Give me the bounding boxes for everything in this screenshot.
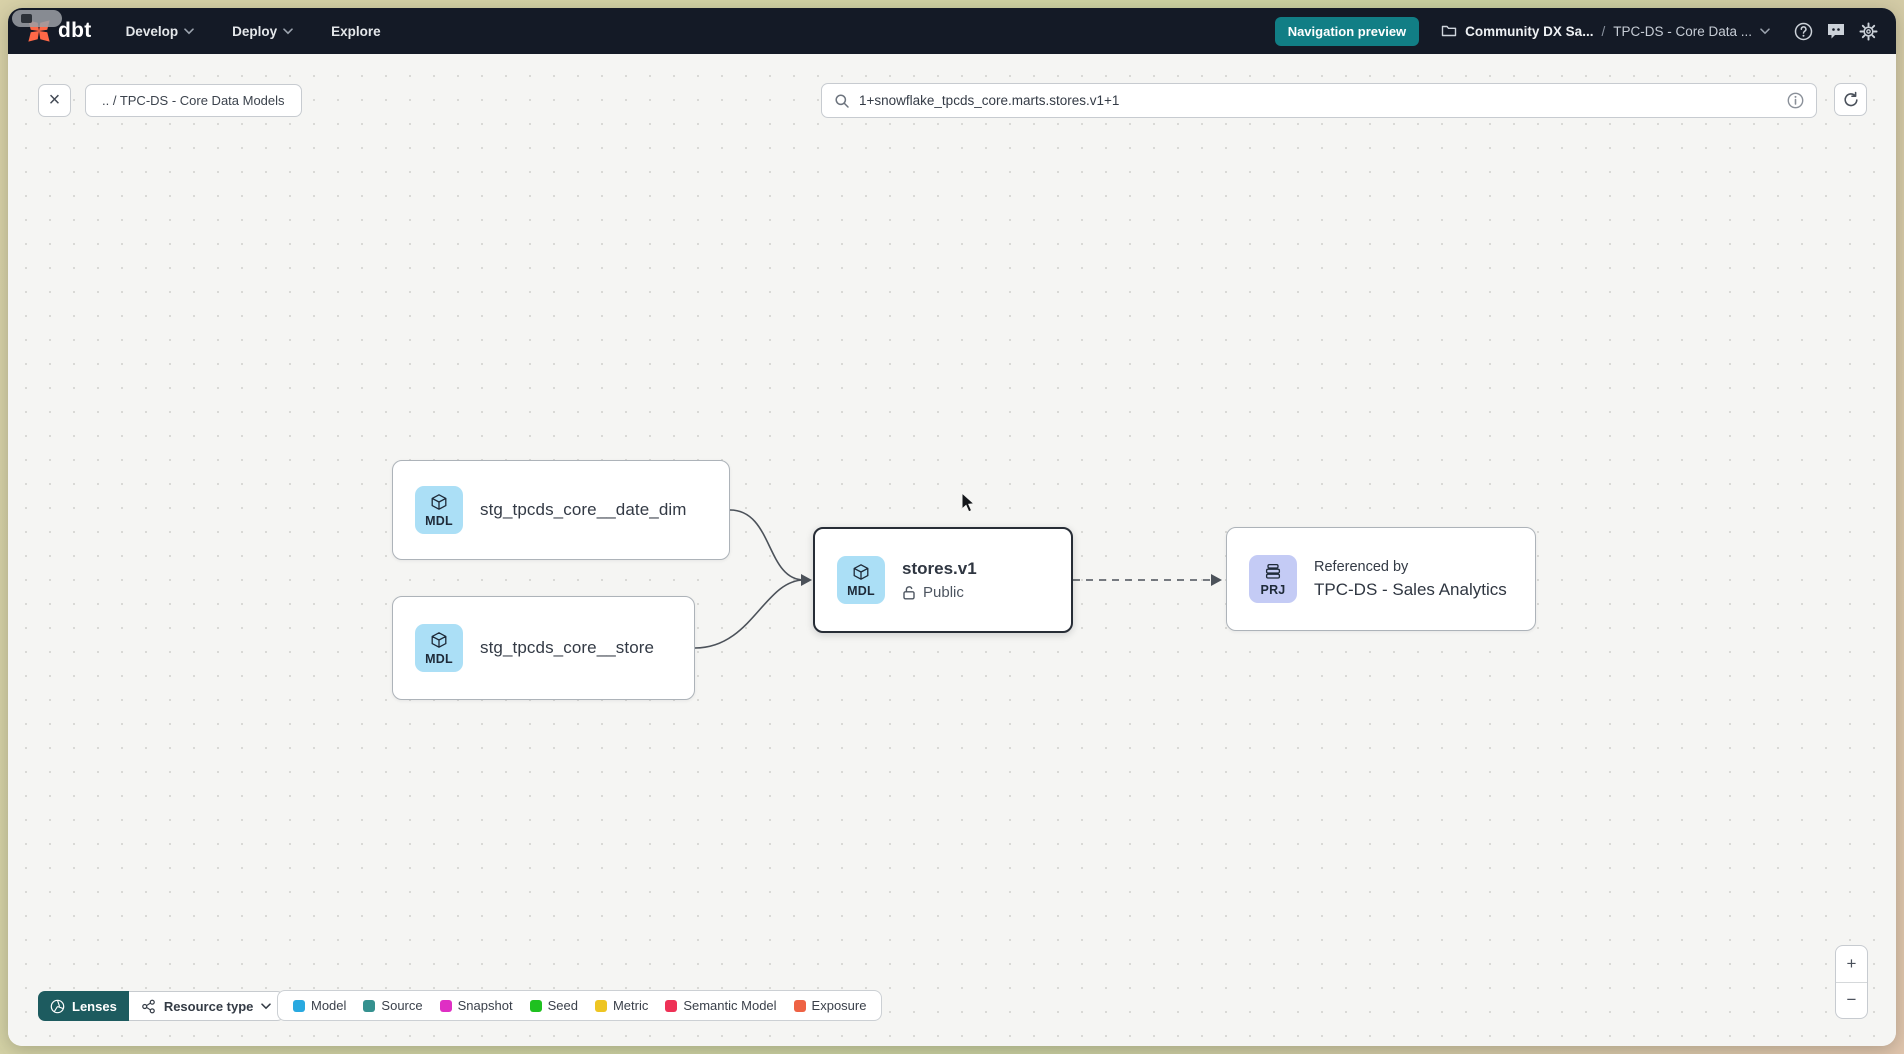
legend-swatch: [530, 1000, 542, 1012]
badge-label: PRJ: [1261, 583, 1286, 597]
node-label: TPC-DS - Sales Analytics: [1314, 580, 1507, 600]
legend-item: Exposure: [794, 998, 867, 1013]
nav-item-explore[interactable]: Explore: [331, 24, 381, 39]
node-stores-v1[interactable]: MDL stores.v1 Public: [813, 527, 1073, 633]
node-stg-tpcds-core-store[interactable]: MDL stg_tpcds_core__store: [392, 596, 695, 700]
breadcrumb-project[interactable]: TPC-DS - Core Data ...: [1613, 24, 1752, 39]
node-kicker: Referenced by: [1314, 559, 1507, 575]
chevron-down-icon[interactable]: [1760, 28, 1770, 35]
nav-menu: Develop Deploy Explore: [126, 24, 381, 39]
dbt-logo-text: dbt: [58, 19, 92, 43]
model-badge: MDL: [415, 486, 463, 534]
legend-label: Exposure: [812, 998, 867, 1013]
lenses-button[interactable]: Lenses: [38, 991, 129, 1021]
legend-item: Snapshot: [440, 998, 513, 1013]
node-tpcds-sales-analytics[interactable]: PRJ Referenced by TPC-DS - Sales Analyti…: [1226, 527, 1536, 631]
legend-label: Source: [381, 998, 422, 1013]
node-label: stores.v1: [902, 559, 977, 579]
project-badge: PRJ: [1249, 555, 1297, 603]
info-icon[interactable]: [1787, 92, 1804, 109]
window-control-icon: [21, 14, 32, 23]
folder-icon: [1441, 24, 1457, 38]
legend-item: Semantic Model: [665, 998, 776, 1013]
lenses-label: Lenses: [72, 999, 117, 1014]
lineage-path-chip[interactable]: .. / TPC-DS - Core Data Models: [85, 84, 302, 117]
legend-item: Source: [363, 998, 422, 1013]
lineage-canvas[interactable]: × .. / TPC-DS - Core Data Models: [8, 54, 1896, 1046]
nav-item-deploy[interactable]: Deploy: [232, 24, 293, 39]
legend-swatch: [363, 1000, 375, 1012]
nav-item-develop[interactable]: Develop: [126, 24, 195, 39]
app-window: dbt Develop Deploy Explore Navigation pr…: [8, 8, 1896, 1046]
legend-swatch: [293, 1000, 305, 1012]
feedback-icon[interactable]: [1826, 22, 1846, 41]
search-icon: [834, 93, 850, 109]
breadcrumb: Community DX Sa... / TPC-DS - Core Data …: [1441, 24, 1770, 39]
nav-item-label: Develop: [126, 24, 179, 39]
resource-type-icon: [141, 999, 156, 1014]
resource-type-dropdown[interactable]: Resource type: [129, 991, 285, 1021]
legend-label: Seed: [548, 998, 578, 1013]
badge-label: MDL: [425, 652, 453, 666]
chevron-down-icon: [261, 1003, 271, 1010]
legend-swatch: [665, 1000, 677, 1012]
mouse-cursor: [960, 492, 982, 516]
zoom-controls: + −: [1835, 945, 1868, 1019]
access-row: Public: [902, 584, 977, 601]
legend-item: Metric: [595, 998, 648, 1013]
window-control-pill: [12, 10, 62, 27]
zoom-in-button[interactable]: +: [1836, 946, 1867, 983]
badge-label: MDL: [847, 584, 875, 598]
legend-swatch: [595, 1000, 607, 1012]
top-navbar: dbt Develop Deploy Explore Navigation pr…: [8, 8, 1896, 54]
settings-gear-icon[interactable]: [1859, 22, 1878, 41]
resource-legend: Model Source Snapshot Seed Metric Semantic Mo…: [277, 990, 882, 1021]
navbar-icon-group: [1794, 22, 1878, 41]
chevron-down-icon: [283, 28, 293, 35]
legend-label: Metric: [613, 998, 648, 1013]
resource-type-label: Resource type: [164, 999, 254, 1014]
legend-swatch: [440, 1000, 452, 1012]
legend-swatch: [794, 1000, 806, 1012]
nav-item-label: Explore: [331, 24, 381, 39]
breadcrumb-separator: /: [1601, 24, 1605, 39]
model-badge: MDL: [415, 624, 463, 672]
legend-label: Model: [311, 998, 346, 1013]
lineage-search-box: [821, 83, 1817, 118]
badge-label: MDL: [425, 514, 453, 528]
legend-label: Semantic Model: [683, 998, 776, 1013]
legend-item: Model: [293, 998, 346, 1013]
close-lineage-button[interactable]: ×: [38, 84, 71, 117]
refresh-icon: [1842, 91, 1860, 109]
zoom-out-button[interactable]: −: [1836, 983, 1867, 1019]
model-cube-icon: [429, 631, 449, 651]
view-controls: Lenses Resource type: [38, 991, 284, 1021]
node-label: stg_tpcds_core__date_dim: [480, 500, 687, 520]
refresh-lineage-button[interactable]: [1834, 83, 1867, 116]
navigation-preview-badge[interactable]: Navigation preview: [1275, 17, 1419, 46]
edge-arrowhead: [801, 574, 812, 586]
unlock-icon: [902, 585, 916, 600]
access-label: Public: [923, 584, 964, 601]
node-label: stg_tpcds_core__store: [480, 638, 654, 658]
lineage-selector-input[interactable]: [859, 93, 1778, 108]
legend-label: Snapshot: [458, 998, 513, 1013]
nav-item-label: Deploy: [232, 24, 277, 39]
lenses-icon: [50, 999, 65, 1014]
legend-item: Seed: [530, 998, 578, 1013]
chevron-down-icon: [184, 28, 194, 35]
help-icon[interactable]: [1794, 22, 1813, 41]
edge-arrowhead: [1211, 574, 1222, 586]
model-cube-icon: [851, 563, 871, 583]
model-badge: MDL: [837, 556, 885, 604]
node-stg-tpcds-core-date-dim[interactable]: MDL stg_tpcds_core__date_dim: [392, 460, 730, 560]
navbar-right: Navigation preview Community DX Sa... / …: [1275, 17, 1878, 46]
model-cube-icon: [429, 493, 449, 513]
project-stack-icon: [1263, 562, 1283, 582]
breadcrumb-account[interactable]: Community DX Sa...: [1465, 24, 1593, 39]
